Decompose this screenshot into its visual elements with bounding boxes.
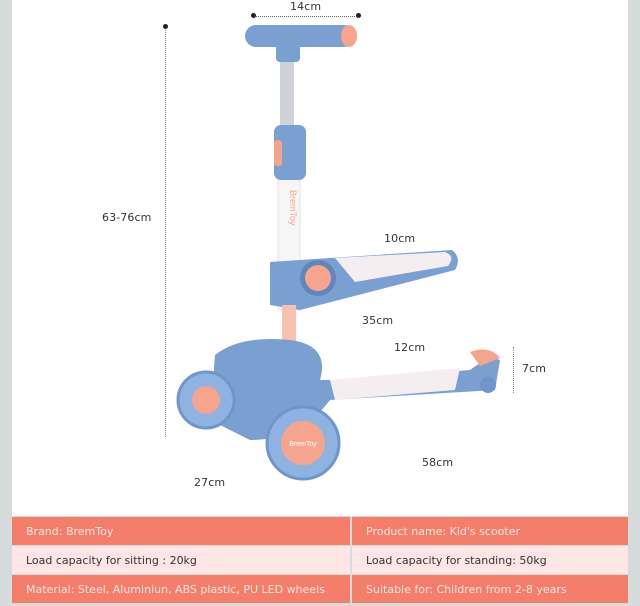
- spec-age-range: Suitable for: Children from 2-8 years: [352, 575, 628, 603]
- rear-brake: [470, 349, 500, 366]
- deck-grip: [330, 368, 460, 400]
- dim-line-deck-height: [513, 347, 514, 393]
- dim-deck-height: 7cm: [522, 362, 547, 375]
- rear-wheel: [480, 377, 496, 393]
- dim-total-width: 27cm: [194, 476, 226, 489]
- dim-total-length: 58cm: [422, 456, 454, 469]
- dim-line-height: [165, 27, 166, 437]
- handlebar: [245, 25, 355, 47]
- handlebar-joint: [276, 40, 300, 62]
- stem-logo: BremToy: [288, 190, 298, 226]
- spec-sitting-capacity: Load capacity for sitting : 20kg: [12, 546, 350, 574]
- height-clamp: [274, 125, 306, 180]
- dim-handlebar-width: 14cm: [290, 0, 322, 13]
- dim-seat-width: 10cm: [384, 232, 416, 245]
- dim-height-range: 63-76cm: [102, 211, 152, 224]
- dim-dot: [356, 13, 361, 18]
- dim-deck-width: 12cm: [394, 341, 426, 354]
- spec-table: Brand: BremToy Product name: Kid's scoot…: [12, 517, 628, 603]
- grip-right: [341, 25, 357, 47]
- stem-collar: [282, 305, 296, 345]
- dim-seat-length: 35cm: [362, 314, 394, 327]
- scooter-illustration: BremToy BremToy: [176, 25, 500, 481]
- spec-product-name: Product name: Kid's scooter: [352, 517, 628, 545]
- spec-row: Material: Steel, Aluminiun, ABS plastic,…: [12, 575, 628, 603]
- dim-dot: [251, 13, 256, 18]
- spec-material: Material: Steel, Aluminiun, ABS plastic,…: [12, 575, 350, 603]
- dim-dot: [163, 24, 168, 29]
- spec-standing-capacity: Load capacity for standing: 50kg: [352, 546, 628, 574]
- dim-line-handlebar: [253, 16, 359, 17]
- wheel-logo: BremToy: [289, 441, 317, 448]
- seat-hinge-cap: [305, 265, 331, 291]
- spec-row: Brand: BremToy Product name: Kid's scoot…: [12, 517, 628, 545]
- stem-upper: [280, 45, 294, 135]
- seat-pad: [335, 252, 452, 282]
- spec-row: Load capacity for sitting : 20kg Load ca…: [12, 546, 628, 574]
- spec-brand: Brand: BremToy: [12, 517, 350, 545]
- clamp-button: [274, 140, 282, 166]
